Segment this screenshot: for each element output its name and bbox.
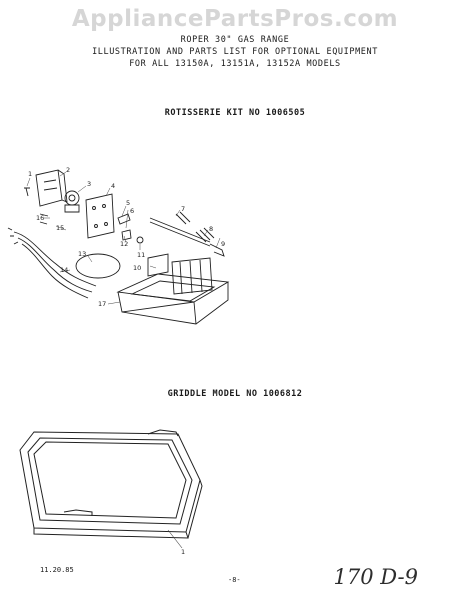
footer-page-number: -8- (228, 576, 241, 584)
callout-2: 2 (66, 166, 70, 174)
griddle-diagram: 1 (19, 429, 203, 556)
callout-16: 16 (36, 214, 44, 222)
rotisserie-title: ROTISSERIE KIT NO 1006505 (164, 108, 306, 118)
handwritten-note: 170 D-9 (333, 565, 418, 589)
callout-5: 5 (126, 199, 130, 207)
footer-date: 11.20.85 (40, 566, 74, 574)
griddle-callout-1: 1 (181, 548, 185, 556)
callout-7: 7 (181, 205, 185, 213)
watermark: AppliancePartsPros.com (71, 6, 399, 32)
callout-9: 9 (221, 240, 225, 248)
callout-14: 14 (60, 266, 68, 274)
callout-12: 12 (120, 240, 128, 248)
griddle-title: GRIDDLE MODEL NO 1006812 (167, 389, 303, 399)
callout-11: 11 (137, 251, 145, 259)
callout-15: 15 (56, 224, 64, 232)
callout-17: 17 (98, 300, 106, 308)
callout-10: 10 (133, 264, 141, 272)
header-line-2: ILLUSTRATION AND PARTS LIST FOR OPTIONAL… (92, 47, 378, 57)
callout-4: 4 (111, 182, 115, 190)
callout-8: 8 (209, 225, 213, 233)
callout-6: 6 (130, 207, 134, 215)
callout-1: 1 (28, 170, 32, 178)
callout-13: 13 (78, 250, 86, 258)
header-line-1: ROPER 30" GAS RANGE (180, 35, 290, 45)
header-line-3: FOR ALL 13150A, 13151A, 13152A MODELS (129, 59, 341, 69)
rotisserie-diagram: 1 2 3 4 5 6 7 8 9 10 11 12 13 14 15 16 1… (7, 166, 230, 325)
callout-3: 3 (87, 180, 91, 188)
